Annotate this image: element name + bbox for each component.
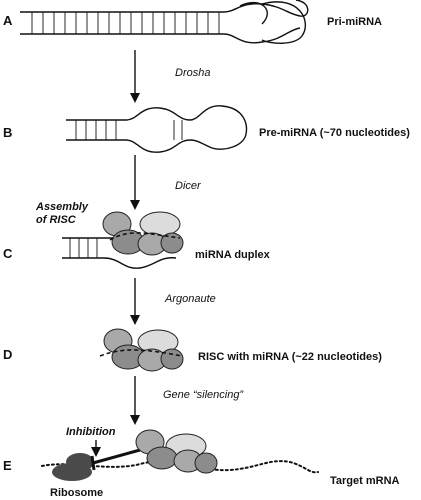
assembly-label-line1: Assembly	[35, 201, 89, 213]
target-mrna-label: Target mRNA	[330, 475, 400, 487]
dicer-label: Dicer	[175, 180, 202, 192]
pri-mirna-base-pairs	[31, 12, 220, 34]
step-a-letter: A	[3, 13, 13, 28]
inhibition-label: Inhibition	[66, 426, 116, 438]
protein-subunit-2	[139, 211, 181, 237]
pri-mirna-label: Pri-miRNA	[327, 16, 382, 28]
drosha-label: Drosha	[175, 67, 210, 79]
mirna-strand	[99, 349, 183, 357]
pre-mirna-label: Pre-miRNA (~70 nucleotides)	[259, 127, 410, 139]
step-e-letter: E	[3, 458, 12, 473]
target-mrna-strand	[41, 460, 319, 474]
risc-bound-subunit-5	[194, 452, 218, 474]
mirna-duplex-label: miRNA duplex	[195, 249, 271, 261]
ribosome-label: Ribosome	[50, 487, 103, 499]
step-c-letter: C	[3, 246, 13, 261]
step-b-letter: B	[3, 125, 12, 140]
gene-silencing-label: Gene “silencing”	[163, 389, 244, 401]
inhibition-bar	[92, 448, 141, 465]
duplex-base-pairs	[69, 238, 98, 258]
argonaute-label: Argonaute	[164, 293, 216, 305]
risc-bound-subunit-3	[146, 446, 178, 470]
target-mrna-complex	[41, 429, 319, 481]
mirna-duplex-structure	[62, 211, 184, 269]
assembly-label-line2: of RISC	[36, 214, 77, 226]
pre-mirna-hairpin	[66, 105, 248, 153]
risc-complex	[99, 328, 184, 372]
protein-subunit-5	[160, 232, 184, 254]
step-d-letter: D	[3, 347, 12, 362]
ribosome-large-subunit	[52, 463, 92, 481]
pre-mirna-base-pairs	[75, 120, 183, 140]
pri-mirna-hairpin	[20, 0, 309, 44]
risc-subunit-5	[160, 348, 184, 370]
risc-label: RISC with miRNA (~22 nucleotides)	[198, 351, 382, 363]
